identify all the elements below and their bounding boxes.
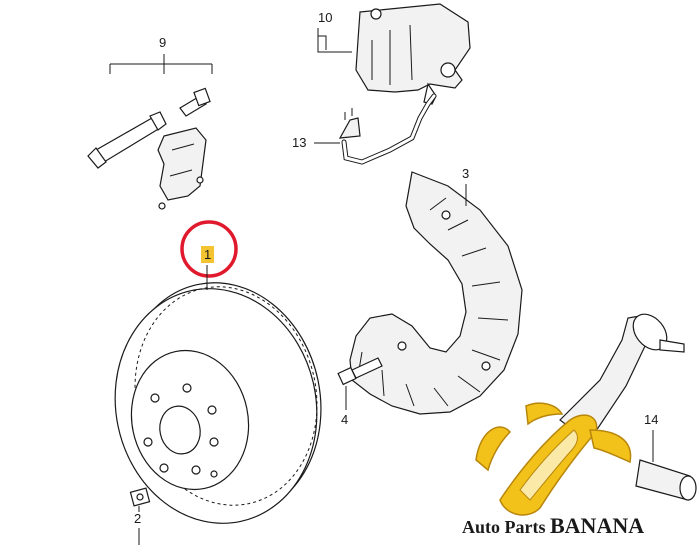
highlight-circle bbox=[180, 220, 238, 278]
banana-logo bbox=[475, 402, 632, 516]
part-3-splash-shield bbox=[349, 171, 523, 415]
part-4-shield-bolt bbox=[337, 357, 383, 386]
callout-1-tag bbox=[201, 246, 214, 263]
callout-2: 2 bbox=[134, 511, 141, 526]
watermark-brand: BANANA bbox=[550, 513, 644, 538]
part-10-caliper bbox=[355, 3, 471, 105]
callout-9: 9 bbox=[159, 35, 166, 50]
callout-13: 13 bbox=[292, 135, 306, 150]
callout-1: 1 bbox=[204, 247, 211, 262]
callout-4: 4 bbox=[341, 412, 348, 427]
part-9-guide-bolt bbox=[87, 111, 167, 169]
callout-10: 10 bbox=[318, 10, 332, 25]
watermark-prefix: Auto Parts bbox=[462, 517, 550, 537]
callout-14: 14 bbox=[644, 412, 658, 427]
part-1-brake-disc bbox=[114, 282, 322, 524]
part-9-bracket bbox=[157, 127, 207, 210]
part-2-disc-screw bbox=[129, 487, 151, 507]
watermark-text: Auto Parts BANANA bbox=[462, 513, 644, 538]
part-13-brake-hose bbox=[338, 93, 437, 165]
part-14-control-arm bbox=[559, 313, 697, 501]
part-9-small-bolt bbox=[179, 87, 211, 117]
callout-3: 3 bbox=[462, 166, 469, 181]
